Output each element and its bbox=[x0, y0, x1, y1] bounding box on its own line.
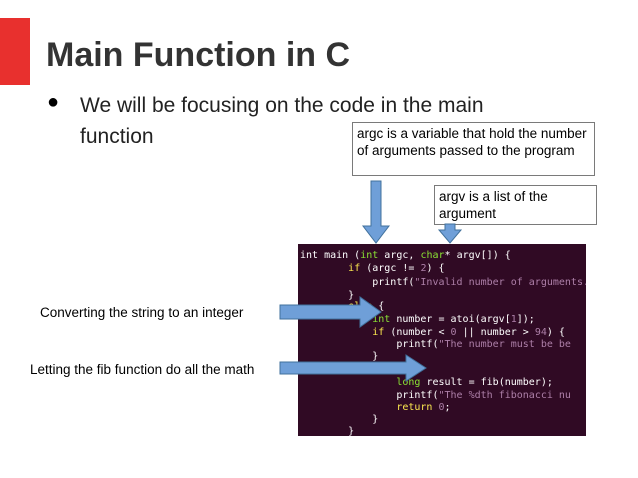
code-line: if (argc != 2) { bbox=[300, 263, 445, 275]
code-token: 2 bbox=[420, 263, 427, 274]
code-line: } bbox=[300, 414, 378, 426]
code-line: } bbox=[300, 290, 354, 302]
code-token: "The number must be be bbox=[438, 339, 571, 350]
code-line: return 0; bbox=[300, 402, 451, 414]
code-screenshot: int main (int argc, char* argv[]) { if (… bbox=[298, 244, 586, 436]
argc-down-arrow bbox=[361, 180, 391, 244]
code-line: } bbox=[300, 426, 354, 436]
code-line: printf("The %dth fibonacci nu bbox=[300, 390, 571, 402]
code-token: (argc != bbox=[360, 263, 421, 274]
code-token: } bbox=[300, 414, 379, 425]
fib-label: Letting the fib function do all the math bbox=[30, 362, 255, 377]
bullet-text: We will be focusing on the code in the m… bbox=[80, 94, 484, 148]
code-token: (number < bbox=[384, 327, 451, 338]
code-token: int bbox=[360, 250, 379, 261]
convert-right-arrow bbox=[279, 296, 382, 328]
code-line: printf("The number must be be bbox=[300, 339, 571, 351]
code-line: printf("Invalid number of arguments. bbox=[300, 277, 586, 289]
code-token: char bbox=[420, 250, 445, 261]
code-token: printf( bbox=[300, 277, 415, 288]
code-token: ) { bbox=[546, 327, 565, 338]
code-token: 0 bbox=[438, 402, 445, 413]
code-line: if (number < 0 || number > 94) { bbox=[300, 327, 565, 339]
code-line: int number = atoi(argv[1]); bbox=[300, 314, 535, 326]
fib-right-arrow bbox=[279, 354, 427, 382]
code-token: ; bbox=[444, 402, 451, 413]
code-token: int main ( bbox=[300, 250, 361, 261]
code-line: long result = fib(number); bbox=[300, 377, 553, 389]
code-token: * argv[]) { bbox=[444, 250, 511, 261]
code-token: printf( bbox=[300, 339, 439, 350]
code-token: if bbox=[348, 263, 361, 274]
argv-down-arrow bbox=[437, 223, 463, 244]
code-token: } bbox=[300, 426, 355, 436]
code-line: } bbox=[300, 351, 378, 363]
code-token: long bbox=[396, 377, 421, 388]
convert-label: Converting the string to an integer bbox=[40, 305, 244, 320]
code-token: printf( bbox=[300, 390, 439, 401]
code-token: int bbox=[372, 314, 391, 325]
code-token: "Invalid number of arguments. bbox=[414, 277, 586, 288]
bullet-icon: ● bbox=[47, 91, 60, 113]
code-token: if bbox=[372, 327, 385, 338]
argc-callout: argc is a variable that hold the number … bbox=[352, 122, 595, 176]
accent-bar bbox=[0, 18, 30, 85]
code-token: argc, bbox=[378, 250, 421, 261]
argv-callout: argv is a list of the argument bbox=[434, 185, 597, 225]
code-token: result = fib(number); bbox=[420, 377, 553, 388]
code-token: || number > bbox=[456, 327, 535, 338]
code-token: { bbox=[372, 301, 385, 312]
code-token: } bbox=[300, 351, 379, 362]
code-token: 1 bbox=[510, 314, 517, 325]
code-token: number = atoi(argv[ bbox=[390, 314, 511, 325]
code-token: return bbox=[396, 402, 433, 413]
code-token: 0 bbox=[450, 327, 457, 338]
code-token: "The %dth fibonacci nu bbox=[438, 390, 571, 401]
code-token: 94 bbox=[534, 327, 547, 338]
code-token: ]); bbox=[516, 314, 535, 325]
code-token: } bbox=[300, 290, 355, 301]
code-line: int main (int argc, char* argv[]) { bbox=[300, 250, 511, 262]
code-token: ) { bbox=[426, 263, 445, 274]
slide-title: Main Function in C bbox=[46, 36, 351, 74]
